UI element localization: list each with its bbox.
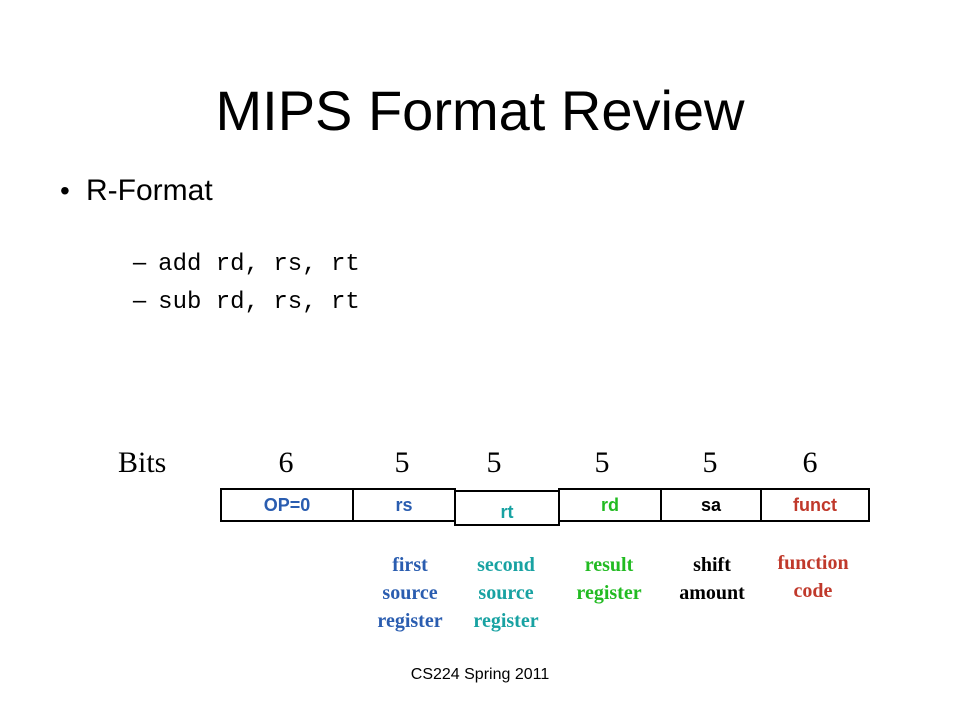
bullet-r-format: • R-Format	[60, 174, 213, 208]
desc-result-register: result register	[576, 554, 642, 604]
bit-width-rd: 5	[594, 446, 610, 479]
dash-icon: –	[132, 287, 147, 314]
sub-item-add: –add rd, rs, rt	[104, 222, 360, 278]
sub-item-text: sub rd, rs, rt	[158, 289, 360, 316]
sub-item-text: add rd, rs, rt	[158, 251, 360, 278]
slide-title: MIPS Format Review	[215, 79, 745, 142]
desc-shift-amount: shift amount	[679, 554, 745, 604]
field-rt: rt	[454, 490, 560, 526]
bit-width-sa: 5	[702, 446, 718, 479]
field-rs: rs	[352, 488, 456, 522]
r-format-field-row: OP=0 rs rt rd sa funct	[220, 488, 870, 526]
desc-first-source-register: first source register	[377, 554, 443, 632]
bit-width-rt: 5	[486, 446, 502, 479]
bit-width-rs: 5	[394, 446, 410, 479]
bullet-dot-icon: •	[60, 175, 70, 206]
field-op: OP=0	[220, 488, 354, 522]
sub-item-sub: –sub rd, rs, rt	[104, 260, 360, 316]
bit-width-op: 6	[278, 446, 294, 479]
bits-label: Bits	[118, 446, 167, 479]
desc-second-source-register: second source register	[473, 554, 539, 632]
dash-icon: –	[132, 249, 147, 276]
slide-footer: CS224 Spring 2011	[410, 666, 550, 683]
bit-width-funct: 6	[802, 446, 818, 479]
field-sa: sa	[660, 488, 762, 522]
field-rd: rd	[558, 488, 662, 522]
bullet-label: R-Format	[86, 174, 213, 207]
field-funct: funct	[760, 488, 870, 522]
desc-function-code: function code	[777, 552, 849, 602]
